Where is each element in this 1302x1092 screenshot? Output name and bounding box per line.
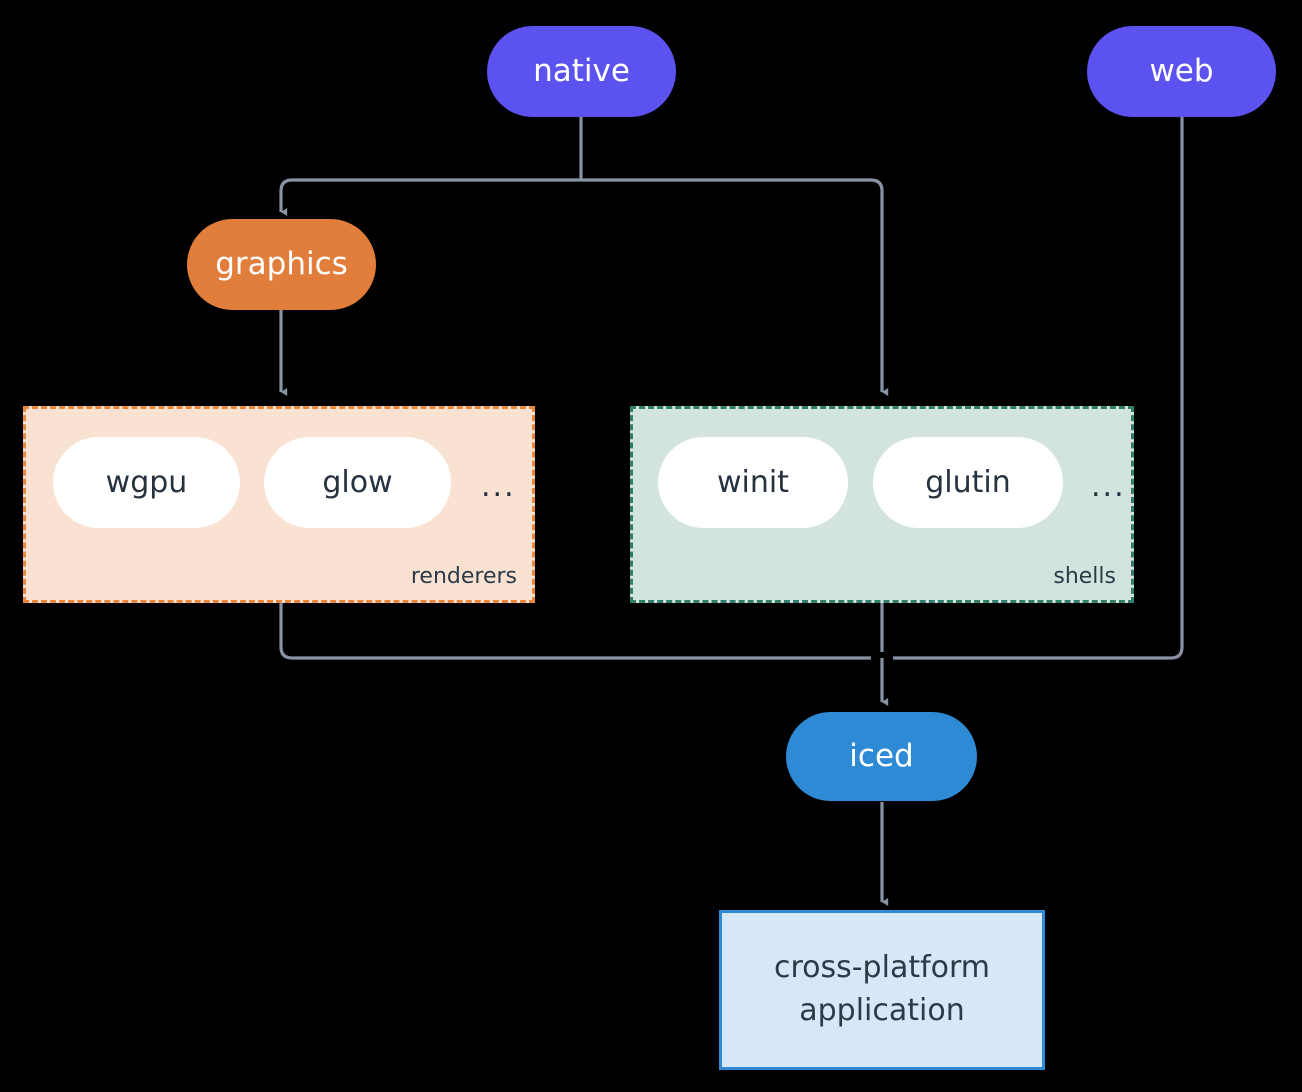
node-web-label: web [1149,53,1214,90]
edge-native-to-shells [581,178,889,396]
application-label-wrap: cross-platform application [774,947,990,1032]
node-native-label: native [533,53,630,90]
node-iced-label: iced [849,738,914,775]
item-glow-label: glow [322,465,393,500]
edge-native-to-graphics [279,178,581,216]
item-winit[interactable]: winit [658,437,848,528]
group-renderers-label: renderers [410,564,517,589]
item-glutin[interactable]: glutin [873,437,1063,528]
application-label-line1: cross-platform [773,950,991,986]
node-application[interactable]: cross-platform application [719,910,1045,1070]
edge-renderers-to-iced [279,603,871,660]
item-glow[interactable]: glow [264,437,451,528]
item-glutin-label: glutin [925,465,1011,500]
item-wgpu[interactable]: wgpu [53,437,240,528]
item-wgpu-label: wgpu [105,465,188,500]
node-graphics-label: graphics [215,246,348,283]
group-shells-label: shells [1053,564,1116,589]
node-web[interactable]: web [1087,26,1276,117]
application-label-line2: application [799,993,965,1028]
group-renderers: wgpu glow ... renderers [23,406,535,603]
shells-ellipsis: ... [1091,469,1126,504]
renderers-ellipsis: ... [481,469,516,504]
group-shells: winit glutin ... shells [630,406,1134,603]
node-graphics[interactable]: graphics [187,219,376,310]
item-winit-label: winit [717,465,789,500]
node-native[interactable]: native [487,26,676,117]
node-iced[interactable]: iced [786,712,977,801]
